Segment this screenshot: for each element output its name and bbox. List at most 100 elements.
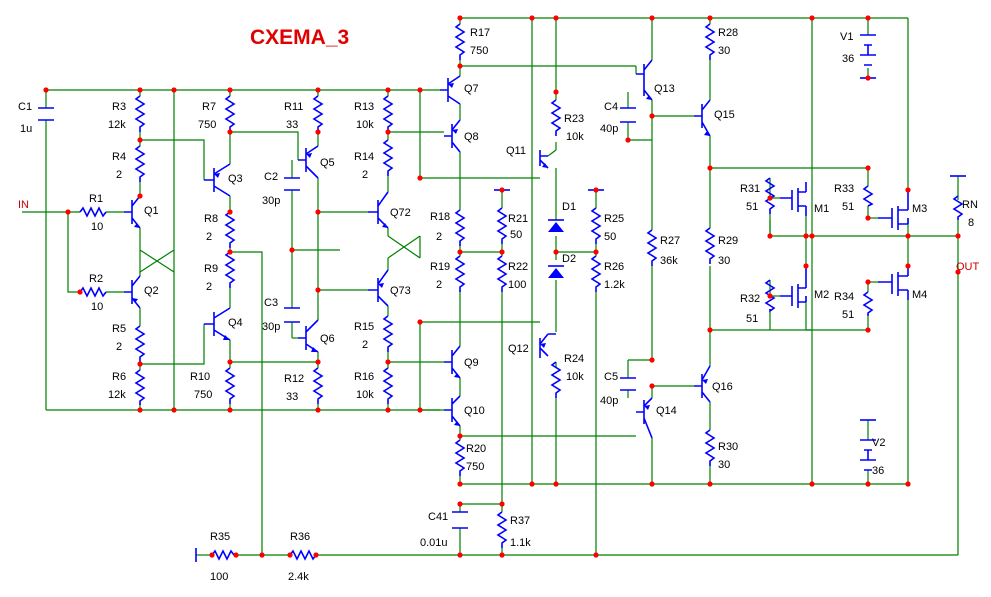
label-d1: D1 xyxy=(562,201,576,213)
label-q9: Q9 xyxy=(464,357,479,369)
value-r27: 36k xyxy=(660,255,678,267)
value-r20: 750 xyxy=(466,461,484,473)
transistor-q7 xyxy=(440,75,461,105)
label-r4: R4 xyxy=(112,151,126,163)
label-r26: R26 xyxy=(604,261,624,273)
resistor-r27 xyxy=(646,229,658,266)
resistor-r30 xyxy=(704,429,716,466)
resistor-r4 xyxy=(134,145,146,182)
resistor-r13 xyxy=(382,95,394,132)
value-r30: 30 xyxy=(718,459,730,471)
label-rn: RN xyxy=(962,199,978,211)
resistor-r26 xyxy=(590,255,602,292)
resistor-r15 xyxy=(382,315,394,352)
label-r7: R7 xyxy=(202,101,216,113)
resistor-r32 xyxy=(764,279,776,313)
mosfets xyxy=(780,182,909,308)
transistor-q73 xyxy=(368,269,389,307)
resistor-r19 xyxy=(454,255,466,292)
value-v1: 36 xyxy=(842,53,854,65)
label-r25: R25 xyxy=(604,213,624,225)
transistor-q10 xyxy=(444,395,461,427)
label-v2: V2 xyxy=(872,437,885,449)
capacitor-c41 xyxy=(452,511,468,529)
resistor-r1 xyxy=(79,206,107,218)
transistor-q1 xyxy=(124,195,141,229)
value-r29: 30 xyxy=(718,255,730,267)
label-c4: C4 xyxy=(604,101,618,113)
resistor-r29 xyxy=(704,227,716,264)
value-r16: 10k xyxy=(356,389,374,401)
value-r11: 33 xyxy=(286,119,298,131)
diodes xyxy=(548,219,564,278)
value-r32: 51 xyxy=(746,313,758,325)
resistor-r6 xyxy=(134,369,146,405)
capacitor-c4 xyxy=(620,107,636,123)
label-q13: Q13 xyxy=(654,83,675,95)
mosfet-m2 xyxy=(780,266,807,308)
label-r23: R23 xyxy=(564,113,584,125)
diode-d2 xyxy=(548,265,564,278)
resistor-r7 xyxy=(224,95,236,132)
label-q16: Q16 xyxy=(712,381,733,393)
label-r30: R30 xyxy=(718,441,738,453)
mosfet-m4 xyxy=(878,266,909,300)
value-r17: 750 xyxy=(470,45,488,57)
label-q72: Q72 xyxy=(390,207,411,219)
label-r31: R31 xyxy=(740,183,760,195)
label-r10: R10 xyxy=(190,371,210,383)
label-r1: R1 xyxy=(89,193,103,205)
transistor-q14 xyxy=(636,397,653,439)
wires xyxy=(22,17,959,556)
value-r33: 51 xyxy=(842,201,854,213)
transistor-q9 xyxy=(444,345,461,379)
value-r34: 51 xyxy=(842,309,854,321)
value-c2: 30p xyxy=(262,195,280,207)
junctions xyxy=(43,15,961,558)
resistor-rn xyxy=(952,195,964,220)
labels: CXEMA_3 IN OUT R1 10 R2 10 R3 12k R4 2 R… xyxy=(18,26,980,583)
value-r23: 10k xyxy=(566,131,584,143)
transistor-q2 xyxy=(124,275,141,309)
resistor-r18 xyxy=(454,209,466,246)
value-r5: 2 xyxy=(116,341,122,353)
label-r18: R18 xyxy=(430,211,450,223)
label-q1: Q1 xyxy=(144,205,159,217)
label-q10: Q10 xyxy=(464,405,485,417)
resistor-r16 xyxy=(382,367,394,404)
resistor-r31 xyxy=(764,177,776,214)
mosfet-m3 xyxy=(878,190,909,230)
value-r13: 10k xyxy=(356,119,374,131)
resistor-r24 xyxy=(550,361,562,398)
label-r11: R11 xyxy=(284,101,303,113)
value-r22: 100 xyxy=(508,279,526,291)
transistor-q5 xyxy=(298,145,319,179)
value-r2: 10 xyxy=(91,301,103,313)
label-r6: R6 xyxy=(112,371,126,383)
label-d2: D2 xyxy=(562,253,576,265)
sources xyxy=(860,34,876,471)
value-r24: 10k xyxy=(566,371,584,383)
resistor-r25 xyxy=(590,207,602,244)
label-r8: R8 xyxy=(204,213,218,225)
resistor-r35 xyxy=(211,549,235,561)
value-r12: 33 xyxy=(286,391,298,403)
resistors xyxy=(79,23,964,561)
label-q8: Q8 xyxy=(464,131,479,143)
resistor-r14 xyxy=(382,139,394,176)
value-r28: 30 xyxy=(718,45,730,57)
label-q2: Q2 xyxy=(144,285,159,297)
transistor-q3 xyxy=(204,163,231,197)
label-c1: C1 xyxy=(18,101,32,113)
label-r12: R12 xyxy=(284,373,304,385)
label-q5: Q5 xyxy=(320,157,335,169)
resistor-r37 xyxy=(496,511,508,548)
resistor-r3 xyxy=(134,95,146,132)
value-r25: 50 xyxy=(604,231,616,243)
resistor-r5 xyxy=(134,325,146,362)
resistor-r9 xyxy=(224,251,236,288)
label-r3: R3 xyxy=(112,101,126,113)
label-v1: V1 xyxy=(840,31,853,43)
value-r10: 750 xyxy=(194,389,212,401)
label-r36: R36 xyxy=(290,531,310,543)
